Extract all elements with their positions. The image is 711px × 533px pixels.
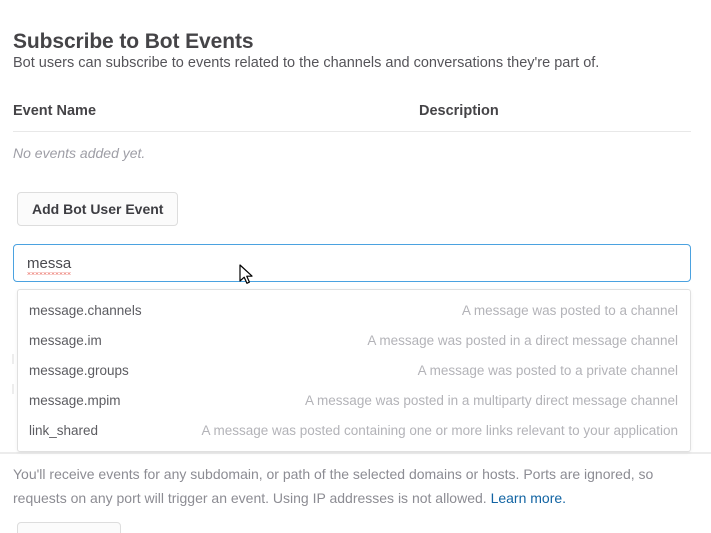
event-option-message-mpim[interactable]: message.mpim A message was posted in a m… [18, 385, 690, 415]
event-option-name: message.groups [29, 362, 129, 378]
event-option-message-im[interactable]: message.im A message was posted in a dir… [18, 325, 690, 355]
event-option-description: A message was posted to a channel [461, 302, 678, 318]
footer-partial-button[interactable] [17, 522, 121, 533]
add-bot-user-event-button[interactable]: Add Bot User Event [17, 192, 179, 226]
event-option-description: A message was posted in a multiparty dir… [305, 392, 678, 408]
events-table-header: Event Name Description [13, 103, 691, 125]
event-option-description: A message was posted containing one or m… [201, 422, 678, 438]
event-option-message-channels[interactable]: message.channels A message was posted to… [18, 295, 690, 325]
event-option-name: link_shared [29, 422, 99, 438]
background-artifact-tick-bottom [12, 384, 14, 394]
event-search-input-value: messa [27, 254, 72, 275]
events-table-empty-message: No events added yet. [13, 145, 146, 161]
column-header-description: Description [419, 103, 499, 119]
event-option-name: message.channels [29, 302, 142, 318]
table-header-divider [13, 131, 691, 132]
event-option-description: A message was posted in a direct message… [367, 332, 678, 348]
page-title: Subscribe to Bot Events [13, 30, 254, 54]
event-option-name: message.im [29, 332, 102, 348]
event-search-input[interactable]: messa [13, 244, 691, 282]
event-option-description: A message was posted to a private channe… [417, 362, 678, 378]
footer-help-body: You'll receive events for any subdomain,… [13, 466, 654, 506]
event-search-suggestions: message.channels A message was posted to… [17, 289, 691, 452]
page-description: Bot users can subscribe to events relate… [13, 55, 600, 71]
event-option-message-groups[interactable]: message.groups A message was posted to a… [18, 355, 690, 385]
event-option-name: message.mpim [29, 392, 121, 408]
footer-divider [0, 452, 711, 454]
learn-more-link[interactable]: Learn more. [490, 490, 567, 506]
background-artifact-tick-top [12, 354, 14, 364]
footer-help-text: You'll receive events for any subdomain,… [13, 462, 681, 510]
event-option-link-shared[interactable]: link_shared A message was posted contain… [18, 415, 690, 445]
column-header-event-name: Event Name [13, 103, 97, 119]
